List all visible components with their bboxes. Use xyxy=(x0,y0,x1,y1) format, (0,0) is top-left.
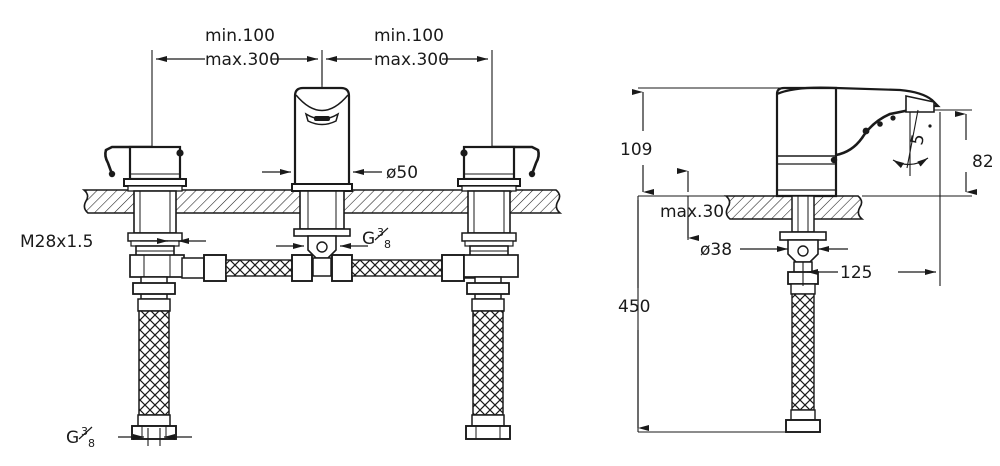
dim-m28-thread: M28x1.5 xyxy=(20,232,206,252)
dim-spout-reach-height: 82 xyxy=(862,109,994,197)
spout-base-flange xyxy=(291,183,353,192)
dim-aerator-angle: 5 xyxy=(892,109,932,176)
mixer-body-dot xyxy=(830,156,838,164)
right-tee-body xyxy=(463,254,519,278)
center-spout-assembly: ø50 G 3 8 xyxy=(262,60,418,277)
spout-arm-dot-2 xyxy=(877,121,883,127)
spout-cap-curve xyxy=(295,94,349,112)
spout-arm-dot-1 xyxy=(862,127,870,135)
dim-label-center-thread-den: 8 xyxy=(384,238,391,251)
angle-arc xyxy=(892,157,929,169)
dim-g38-bottom: G 3 8 xyxy=(66,425,192,450)
dim-label-spout-height: 109 xyxy=(620,140,652,160)
dim-label-g38-bottom-den: 8 xyxy=(88,437,95,450)
dim-label-aerator-angle: 5 xyxy=(907,132,929,147)
run-left-nut xyxy=(203,254,227,282)
side-shank xyxy=(791,195,815,233)
right-hose-end-nut xyxy=(465,425,511,440)
center-shank xyxy=(299,190,345,230)
dim-label-hole-diameter: ø38 xyxy=(700,240,732,260)
run-left-end-nut xyxy=(291,254,313,282)
dim-label-m28: M28x1.5 xyxy=(20,232,93,252)
dim-label-center-thread-num: 3 xyxy=(377,226,384,239)
dim-label-spout-reach-height: 82 xyxy=(972,152,994,172)
dim-label-center-thread: G xyxy=(362,229,375,249)
left-locknut-1 xyxy=(127,232,183,242)
left-tee-body xyxy=(129,254,185,278)
run-left-hose xyxy=(225,259,297,277)
front-view: min.100 max.300 min.100 max.300 xyxy=(20,26,563,450)
run-right-start-nut xyxy=(331,254,353,282)
right-braided-hose xyxy=(472,310,504,416)
mixer-body-top-curve xyxy=(776,86,837,96)
center-downtube xyxy=(312,257,332,277)
right-handle-assembly xyxy=(457,145,540,440)
left-coupling-nut xyxy=(132,282,176,295)
side-tee-bore xyxy=(797,245,809,257)
spout-arm-dot-3 xyxy=(890,115,896,121)
left-handle-lever-bend xyxy=(104,149,114,175)
right-coupling-nut xyxy=(466,282,510,295)
side-hose-end-nut xyxy=(785,419,821,433)
center-tee-bore xyxy=(316,241,328,253)
dim-spout-height: 109 xyxy=(620,87,790,197)
left-shank xyxy=(133,190,177,234)
center-fraction-slash xyxy=(374,227,389,241)
dim-label-g38-bottom: G xyxy=(66,428,79,448)
right-handle-lever-bend xyxy=(530,149,540,175)
dim-hole-diameter: ø38 xyxy=(700,240,848,260)
left-hose-ferrule-top xyxy=(137,298,171,312)
right-handle-pivot-dot xyxy=(460,149,468,157)
right-handle-flange xyxy=(457,178,521,187)
run-left-nipple xyxy=(181,257,205,279)
dim-hose-length: 450 xyxy=(618,196,786,433)
dim-projection: 125 xyxy=(802,112,941,286)
right-shank xyxy=(467,190,511,234)
dim-counter-thickness: max.30 xyxy=(660,168,724,241)
side-view: 109 max.30 ø38 125 82 xyxy=(618,86,994,433)
aerator-housing xyxy=(905,95,935,113)
side-ferrule-bot xyxy=(790,409,816,421)
dim-label-right-max: max.300 xyxy=(374,50,449,70)
spout-arm-underside xyxy=(835,104,931,157)
dim-label-left-max: max.300 xyxy=(205,50,280,70)
left-hose-ferrule-bot xyxy=(137,414,171,427)
center-locknut xyxy=(293,228,351,237)
mixer-body-side xyxy=(775,86,838,198)
run-right-nut xyxy=(441,254,465,282)
left-handle-tip-dot xyxy=(108,170,116,178)
left-handle-flange xyxy=(123,178,187,187)
dim-label-right-min: min.100 xyxy=(374,26,444,46)
right-hose-ferrule-bot xyxy=(471,414,505,427)
dim-label-hose-length: 450 xyxy=(618,297,650,317)
left-handle-pivot-dot xyxy=(176,149,184,157)
right-hose-ferrule-top xyxy=(471,298,505,312)
left-handle-assembly xyxy=(104,145,187,440)
dim-spout-diameter: ø50 xyxy=(262,163,418,183)
spout-lever-dot xyxy=(314,116,330,121)
spout-body xyxy=(293,86,351,192)
dim-label-counter-thickness: max.30 xyxy=(660,202,724,222)
right-handle-tip-dot xyxy=(528,170,536,178)
run-right-hose xyxy=(351,259,443,277)
right-locknut-1 xyxy=(461,232,517,242)
dim-label-spout-diameter: ø50 xyxy=(386,163,418,183)
degree-symbol-dot xyxy=(928,124,932,128)
left-braided-hose xyxy=(138,310,170,416)
dim-label-left-min: min.100 xyxy=(205,26,275,46)
bottom-fraction-slash xyxy=(78,426,93,440)
side-braided-hose xyxy=(791,293,815,411)
dim-label-projection: 125 xyxy=(840,263,872,283)
side-locknut xyxy=(779,231,827,241)
dim-label-g38-bottom-num: 3 xyxy=(81,425,88,438)
